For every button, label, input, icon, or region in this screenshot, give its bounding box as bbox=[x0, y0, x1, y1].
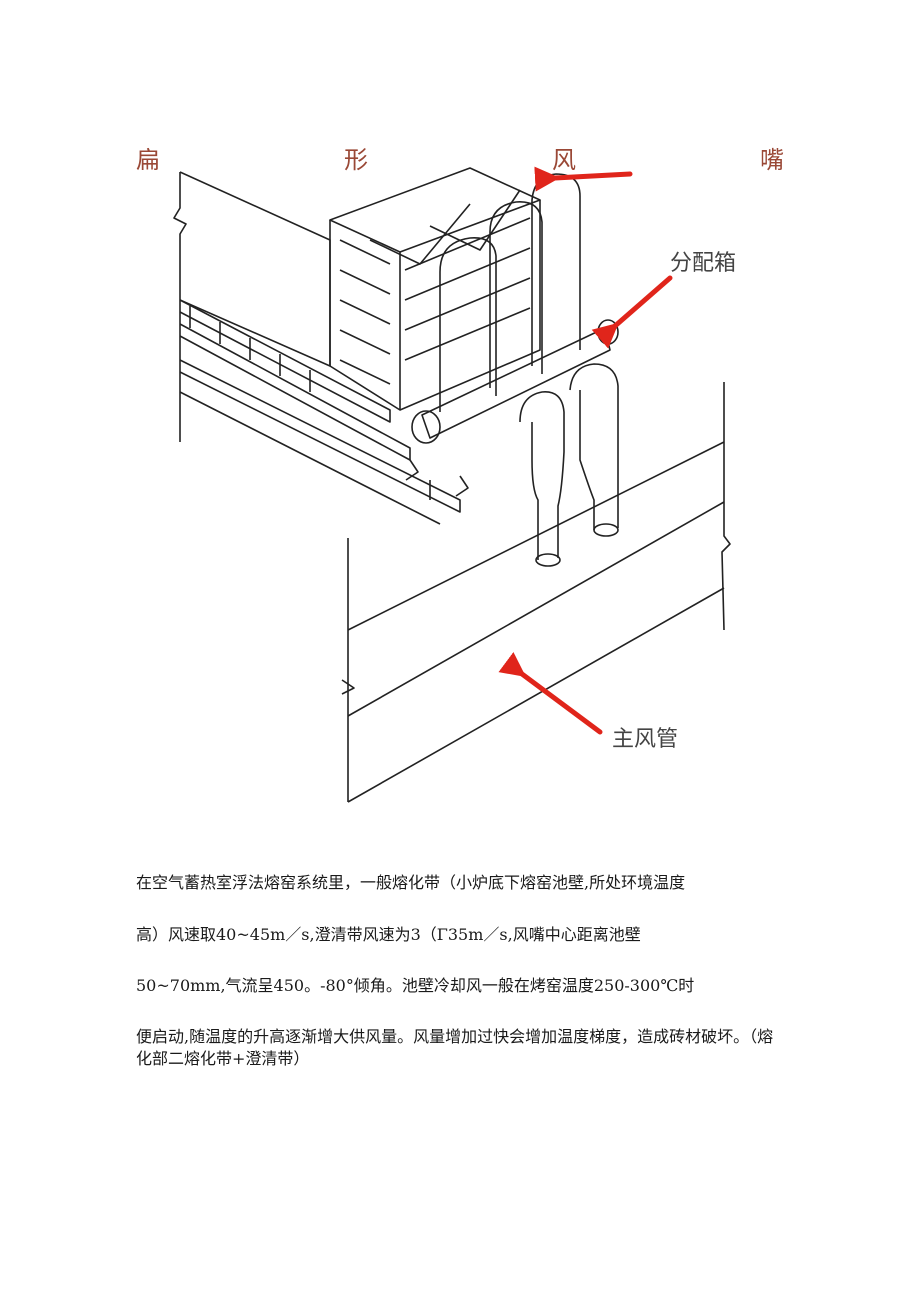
main-duct-line bbox=[347, 501, 725, 717]
arrow-distribution-box bbox=[591, 275, 673, 349]
regenerator-top bbox=[329, 167, 541, 253]
furnace-duct-diagram: 分配箱 主风管 bbox=[160, 160, 780, 810]
title-char: 嘴 bbox=[760, 146, 784, 174]
downcomer-pipe bbox=[519, 391, 565, 560]
beam-rail bbox=[179, 391, 441, 525]
downcomer-pipe bbox=[569, 363, 619, 530]
diagram-svg: 分配箱 主风管 bbox=[173, 166, 736, 803]
callout-distribution-box: 分配箱 bbox=[670, 251, 736, 276]
wall-break-line bbox=[173, 172, 187, 442]
arrow-main-duct bbox=[498, 652, 603, 735]
body-paragraph-line: 50~70mm,气流呈450。-80°倾角。池壁冷却风一般在烤窑温度250-30… bbox=[136, 976, 695, 995]
title-char: 形 bbox=[344, 146, 368, 174]
distribution-box bbox=[421, 327, 611, 439]
arrow-tuyere bbox=[534, 166, 633, 192]
body-paragraph-line: 便启动,随温度的升高逐渐增大供风量。风量增加过快会增加温度梯度，造成砖材破坏。（… bbox=[136, 1027, 774, 1068]
page-title: 扁 形 风 嘴 bbox=[136, 140, 784, 174]
tuyere-pipe bbox=[489, 201, 543, 388]
i-beam bbox=[405, 459, 469, 500]
regenerator-side bbox=[399, 200, 541, 411]
pipe-end bbox=[593, 523, 619, 537]
regenerator-front bbox=[329, 220, 401, 411]
beam-posts bbox=[189, 306, 311, 392]
main-duct-line bbox=[347, 441, 725, 631]
cross-bracing bbox=[369, 189, 521, 265]
pipe-end bbox=[535, 553, 561, 567]
beam-rail bbox=[179, 299, 391, 423]
brick-courses bbox=[404, 217, 531, 361]
main-duct-line bbox=[347, 587, 725, 803]
beam-rail bbox=[179, 323, 411, 461]
box-end-cap bbox=[411, 410, 441, 444]
body-paragraph-line: 在空气蓄热室浮法熔窑系统里，一般熔化带（小炉底下熔窑池壁,所处环境温度 bbox=[136, 873, 686, 892]
duct-break-mark bbox=[341, 679, 355, 695]
title-char: 扁 bbox=[136, 146, 160, 174]
duct-break-line bbox=[721, 382, 731, 631]
callout-main-duct: 主风管 bbox=[612, 727, 678, 752]
tuyere-pipe bbox=[439, 237, 497, 412]
brick-courses bbox=[339, 239, 391, 385]
beam-rail bbox=[179, 359, 461, 513]
body-paragraph-line: 高）风速取40~45m／s,澄清带风速为3（Γ35m／s,风嘴中心距离池壁 bbox=[136, 925, 641, 944]
